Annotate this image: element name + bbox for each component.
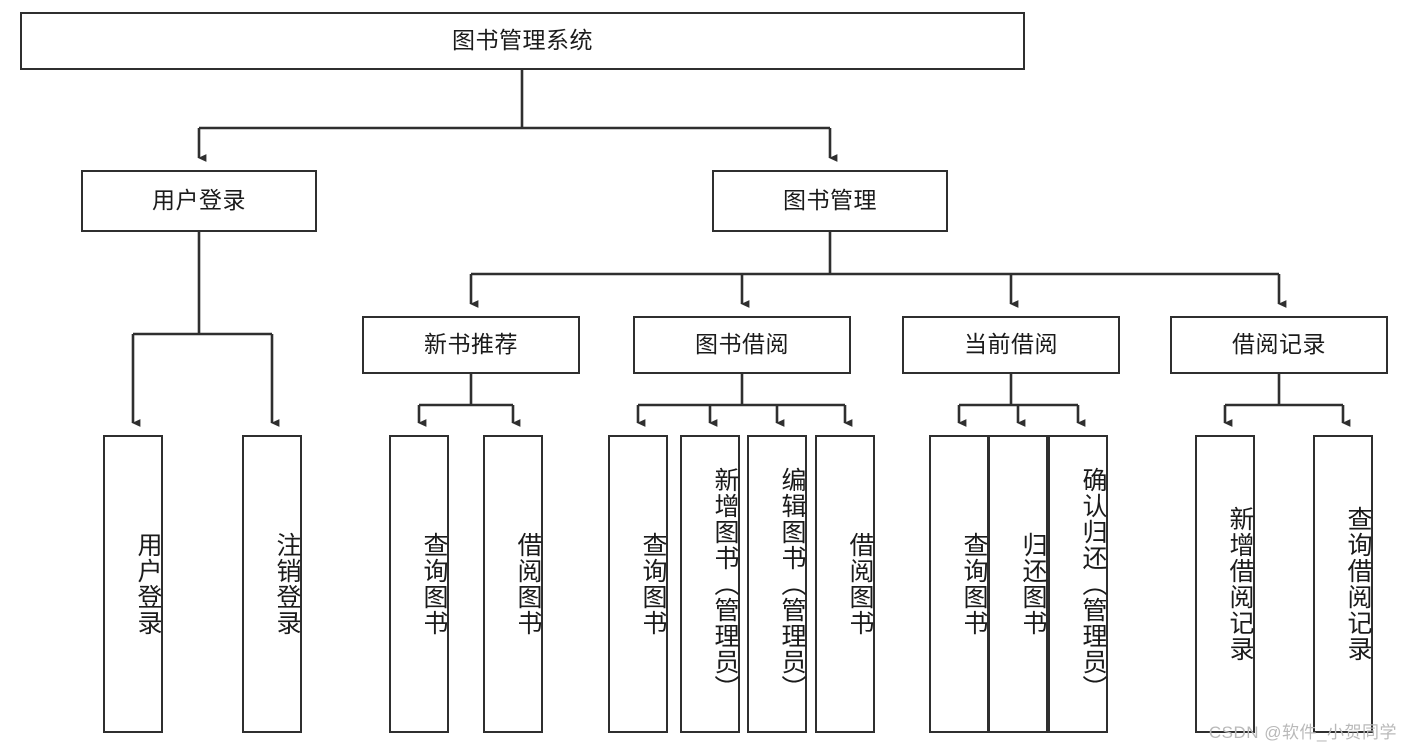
node-leaf-query-book-1-label: 查询图书 [420, 532, 448, 636]
node-leaf-query-book-2[interactable]: 查询图书 [608, 435, 668, 733]
node-leaf-add-book[interactable]: 新增图书（管理员） [680, 435, 740, 733]
node-current-borrow-label: 当前借阅 [964, 331, 1058, 358]
node-user-login-label: 用户登录 [152, 187, 246, 214]
node-leaf-return-book[interactable]: 归还图书 [988, 435, 1048, 733]
node-leaf-confirm-return-label: 确认归还（管理员） [1079, 467, 1107, 701]
node-book-borrow-label: 图书借阅 [695, 331, 789, 358]
node-book-borrow[interactable]: 图书借阅 [633, 316, 851, 374]
node-current-borrow[interactable]: 当前借阅 [902, 316, 1120, 374]
node-borrow-records-label: 借阅记录 [1232, 331, 1326, 358]
node-leaf-borrow-book-2[interactable]: 借阅图书 [815, 435, 875, 733]
node-leaf-add-borrow-record-label: 新增借阅记录 [1226, 506, 1254, 662]
node-root-label: 图书管理系统 [452, 27, 593, 54]
node-leaf-borrow-book-1-label: 借阅图书 [514, 532, 542, 636]
node-leaf-query-book-2-label: 查询图书 [639, 532, 667, 636]
node-leaf-edit-book[interactable]: 编辑图书（管理员） [747, 435, 807, 733]
node-borrow-records[interactable]: 借阅记录 [1170, 316, 1388, 374]
node-leaf-query-book-3-label: 查询图书 [960, 532, 988, 636]
node-leaf-query-borrow-record[interactable]: 查询借阅记录 [1313, 435, 1373, 733]
node-leaf-confirm-return[interactable]: 确认归还（管理员） [1048, 435, 1108, 733]
node-leaf-add-borrow-record[interactable]: 新增借阅记录 [1195, 435, 1255, 733]
node-book-management[interactable]: 图书管理 [712, 170, 948, 232]
node-leaf-query-book-1[interactable]: 查询图书 [389, 435, 449, 733]
node-leaf-borrow-book-1[interactable]: 借阅图书 [483, 435, 543, 733]
node-leaf-user-login[interactable]: 用户登录 [103, 435, 163, 733]
node-leaf-query-book-3[interactable]: 查询图书 [929, 435, 989, 733]
node-root[interactable]: 图书管理系统 [20, 12, 1025, 70]
watermark: CSDN @软件_小贺同学 [1208, 723, 1397, 742]
node-leaf-edit-book-label: 编辑图书（管理员） [778, 467, 806, 701]
node-leaf-query-borrow-record-label: 查询借阅记录 [1344, 506, 1372, 662]
node-new-book-recommend[interactable]: 新书推荐 [362, 316, 580, 374]
node-new-book-recommend-label: 新书推荐 [424, 331, 518, 358]
node-user-login[interactable]: 用户登录 [81, 170, 317, 232]
node-leaf-borrow-book-2-label: 借阅图书 [846, 532, 874, 636]
node-leaf-return-book-label: 归还图书 [1019, 532, 1047, 636]
node-leaf-user-login-label: 用户登录 [134, 532, 162, 636]
node-book-management-label: 图书管理 [783, 187, 877, 214]
node-leaf-add-book-label: 新增图书（管理员） [711, 467, 739, 701]
node-leaf-logout[interactable]: 注销登录 [242, 435, 302, 733]
node-leaf-logout-label: 注销登录 [273, 532, 301, 636]
